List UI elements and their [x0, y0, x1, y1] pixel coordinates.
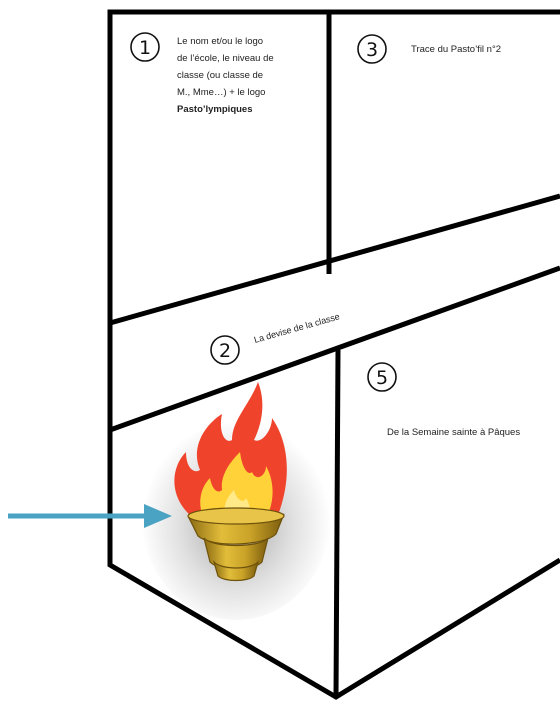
zone-5-text: De la Semaine sainte à Pâques [387, 427, 520, 438]
divider-vertical-bottom [336, 350, 338, 697]
torch-rim [188, 508, 284, 524]
zone-1-number: 1 [139, 37, 151, 59]
zone-3-text: Trace du Pasto’fil n°2 [411, 44, 501, 55]
zone-5-number: 5 [376, 367, 388, 389]
zone-1-line-4: M., Mme…) + le logo [177, 87, 265, 98]
zone-1-line-1: Le nom et/ou le logo [177, 36, 263, 47]
zone-1-line-bold: Pasto’lympiques [177, 104, 253, 115]
zone-1-line-3: classe (ou classe de [177, 70, 263, 81]
zone-2-number: 2 [219, 340, 231, 362]
zone-1: 1 Le nom et/ou le logo de l’école, le ni… [131, 33, 274, 115]
zone-3-number: 3 [366, 39, 378, 61]
arrow-right-icon [8, 504, 172, 528]
divider-band-bottom [110, 268, 560, 430]
zone-1-line-2: de l’école, le niveau de [177, 53, 274, 64]
divider-band-top [110, 196, 560, 323]
zone-5: 5 De la Semaine sainte à Pâques [368, 363, 520, 438]
zone-3: 3 Trace du Pasto’fil n°2 [358, 35, 501, 63]
torch-icon [141, 382, 331, 620]
zone-2-text: La devise de la classe [253, 311, 341, 345]
